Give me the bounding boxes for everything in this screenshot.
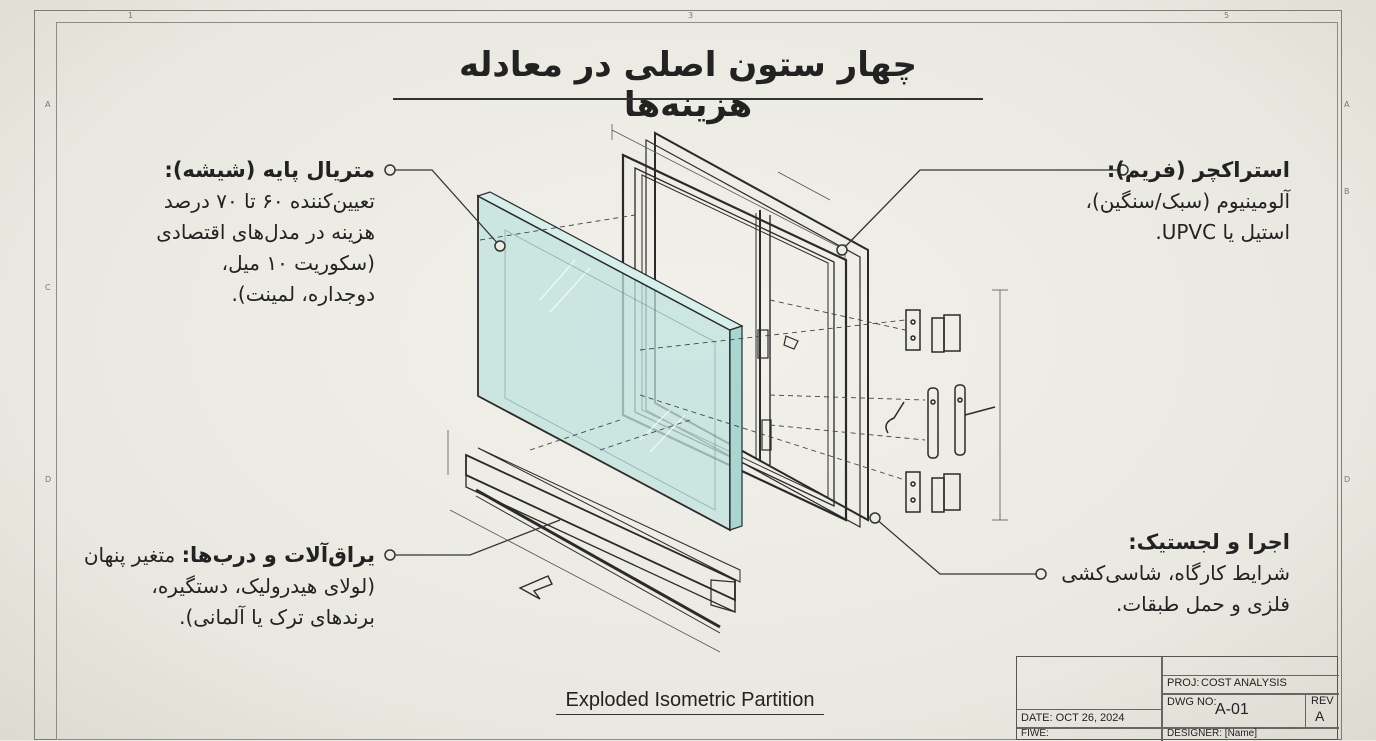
glass-panel: [476, 191, 744, 532]
callout-logistics-line-1: شرایط کارگاه، شاسی‌کشی: [1061, 561, 1290, 585]
callout-dot-frame: [1117, 164, 1129, 176]
zone-number-1: 1: [128, 11, 134, 20]
proj-label: PROJ:: [1167, 677, 1200, 689]
callout-logistics: اجرا و لجستیک: شرایط کارگاه، شاسی‌کشی فل…: [1010, 527, 1290, 620]
callout-hardware-line-1: (لولای هیدرولیک، دستگیره،: [151, 574, 375, 598]
bottom-track: [465, 447, 741, 634]
callout-frame-line-1: آلومینیوم (سبک/سنگین)،: [1085, 189, 1290, 213]
rev-value: A: [1315, 708, 1325, 724]
callout-hardware-heading: یراق‌آلات و درب‌ها:: [181, 543, 375, 567]
callout-dot-logistics: [1035, 568, 1047, 580]
zone-letter-left-c: C: [45, 283, 51, 292]
target-dot-logistics: [869, 512, 881, 524]
direction-arrow-icon: [518, 575, 553, 600]
callout-frame-heading: استراکچر (فریم):: [1106, 158, 1290, 182]
door-handle: [885, 384, 996, 459]
callout-glass-line-2: هزینه در مدل‌های اقتصادی: [156, 220, 375, 244]
callout-glass-heading: متریال پایه (شیشه):: [164, 158, 375, 182]
rev-label: REV: [1311, 695, 1334, 707]
callout-glass: متریال پایه (شیشه): تعیین‌کننده ۶۰ تا ۷۰…: [45, 155, 375, 310]
zone-letter-right-a: A: [1344, 100, 1350, 109]
file-field: FIWE:: [1021, 728, 1049, 739]
drawing-caption: Exploded Isometric Partition: [556, 689, 824, 715]
designer-field: DESIGNER: [Name]: [1167, 728, 1258, 739]
hinge-bottom: [905, 471, 961, 513]
zone-letter-right-b: B: [1344, 187, 1350, 196]
callout-hardware: یراق‌آلات و درب‌ها: متغیر پنهان (لولای ه…: [35, 540, 375, 633]
zone-number-3: 3: [688, 11, 694, 20]
leader-lines: [395, 169, 1118, 575]
callout-frame: استراکچر (فریم): آلومینیوم (سبک/سنگین)، …: [990, 155, 1290, 248]
callout-frame-line-2: استیل یا UPVC.: [1155, 220, 1290, 244]
callout-hardware-heading-tail: متغیر پنهان: [83, 543, 176, 567]
zone-letter-left-d: D: [45, 475, 52, 484]
target-dot-glass: [494, 240, 506, 252]
callout-logistics-line-2: فلزی و حمل طبقات.: [1115, 592, 1290, 616]
dwg-label: DWG NO:: [1167, 696, 1217, 708]
title-underline: [393, 98, 983, 100]
callout-hardware-line-2: برندهای ترک یا آلمانی).: [179, 605, 375, 629]
callout-glass-line-4: دوجداره، لمینت).: [231, 282, 375, 306]
callout-dot-hardware: [384, 549, 396, 561]
dwg-value: A-01: [1215, 701, 1249, 718]
date-field: DATE: OCT 26, 2024: [1021, 712, 1125, 724]
target-dot-frame: [836, 244, 848, 256]
proj-value: COST ANALYSIS: [1201, 677, 1287, 689]
page-title: چهار ستون اصلی در معادله هزینه‌ها: [459, 45, 917, 125]
zone-letter-left-a: A: [45, 100, 51, 109]
zone-letter-right-d: D: [1344, 475, 1351, 484]
callout-logistics-heading: اجرا و لجستیک:: [1128, 530, 1290, 554]
title-block: PROJ: COST ANALYSIS DWG NO: A-01 REV A D…: [1016, 656, 1339, 741]
mullion-hardware: [757, 329, 799, 451]
callout-glass-line-3: (سکوریت ۱۰ میل،: [221, 251, 375, 275]
callout-dot-glass: [384, 164, 396, 176]
callout-glass-line-1: تعیین‌کننده ۶۰ تا ۷۰ درصد: [163, 189, 375, 213]
hinge-top: [905, 309, 961, 353]
zone-number-5: 5: [1224, 11, 1230, 20]
